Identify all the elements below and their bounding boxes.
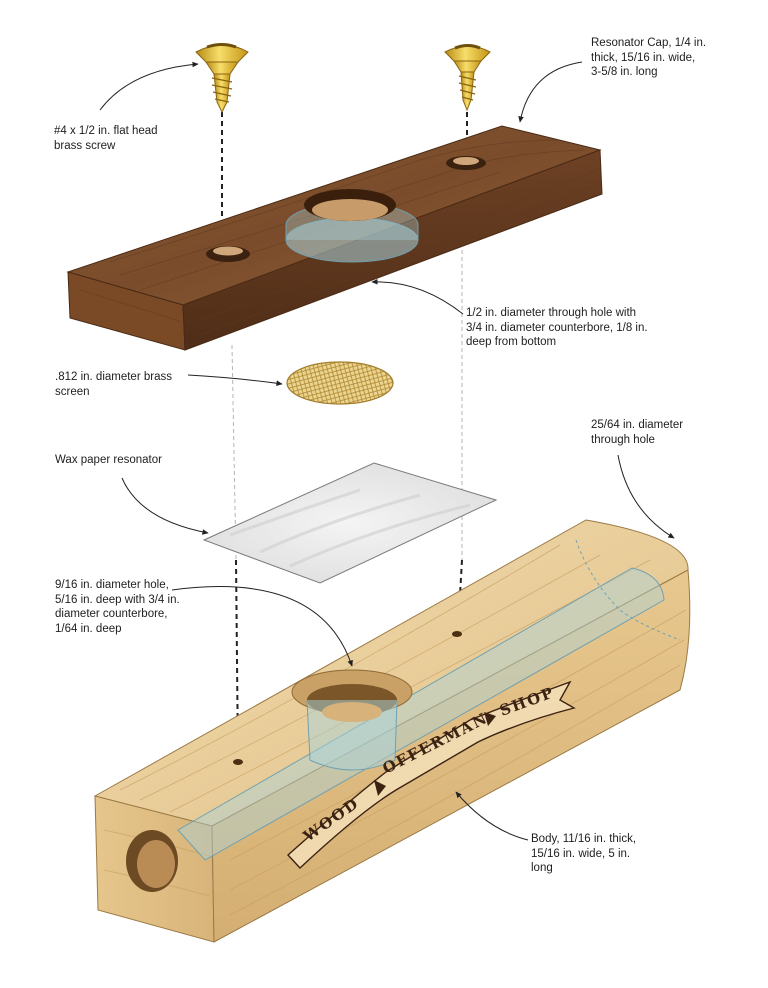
- leader-screw: [99, 61, 199, 111]
- body-pilot-hole-right: [452, 631, 462, 637]
- wax-paper-resonator: [202, 462, 498, 584]
- label-resonator-cap: Resonator Cap, 1/4 in. thick, 15/16 in. …: [591, 37, 707, 78]
- label-brass-screen: .812 in. diameter brass screen: [55, 371, 172, 398]
- label-cap-hole: 1/2 in. diameter through hole with 3/4 i…: [466, 307, 648, 348]
- leader-resonator-cap: [518, 61, 583, 123]
- kazoo-body: WOOD OFFERMAN SHOP: [93, 519, 691, 943]
- label-screw: #4 x 1/2 in. flat head brass screw: [54, 125, 158, 152]
- flat-head-screw-right: [444, 44, 491, 112]
- leader-brass-screen: [187, 374, 283, 386]
- leader-body: [455, 791, 529, 841]
- label-body: Body, 11/16 in. thick, 15/16 in. wide, 5…: [531, 833, 637, 874]
- leader-cap-hole: [371, 278, 464, 315]
- leader-arrows: [99, 61, 675, 841]
- brand-triangle-right: [484, 712, 496, 726]
- leader-through-hole: [617, 454, 675, 539]
- leader-wax-paper: [121, 477, 209, 535]
- brass-screen: [286, 361, 394, 405]
- flat-head-screw-left: [195, 43, 249, 114]
- brand-triangle-left: [374, 780, 386, 796]
- body-pilot-hole-left: [233, 759, 243, 765]
- label-through-hole: 25/64 in. diameter through hole: [591, 419, 684, 446]
- leader-body-hole: [171, 586, 353, 667]
- label-body-hole: 9/16 in. diameter hole, 5/16 in. deep wi…: [55, 579, 180, 635]
- label-wax-paper: Wax paper resonator: [55, 454, 162, 466]
- body-internal-bore: [177, 567, 665, 861]
- resonator-cap: [66, 125, 603, 351]
- guide-line-left-upper: [231, 344, 237, 561]
